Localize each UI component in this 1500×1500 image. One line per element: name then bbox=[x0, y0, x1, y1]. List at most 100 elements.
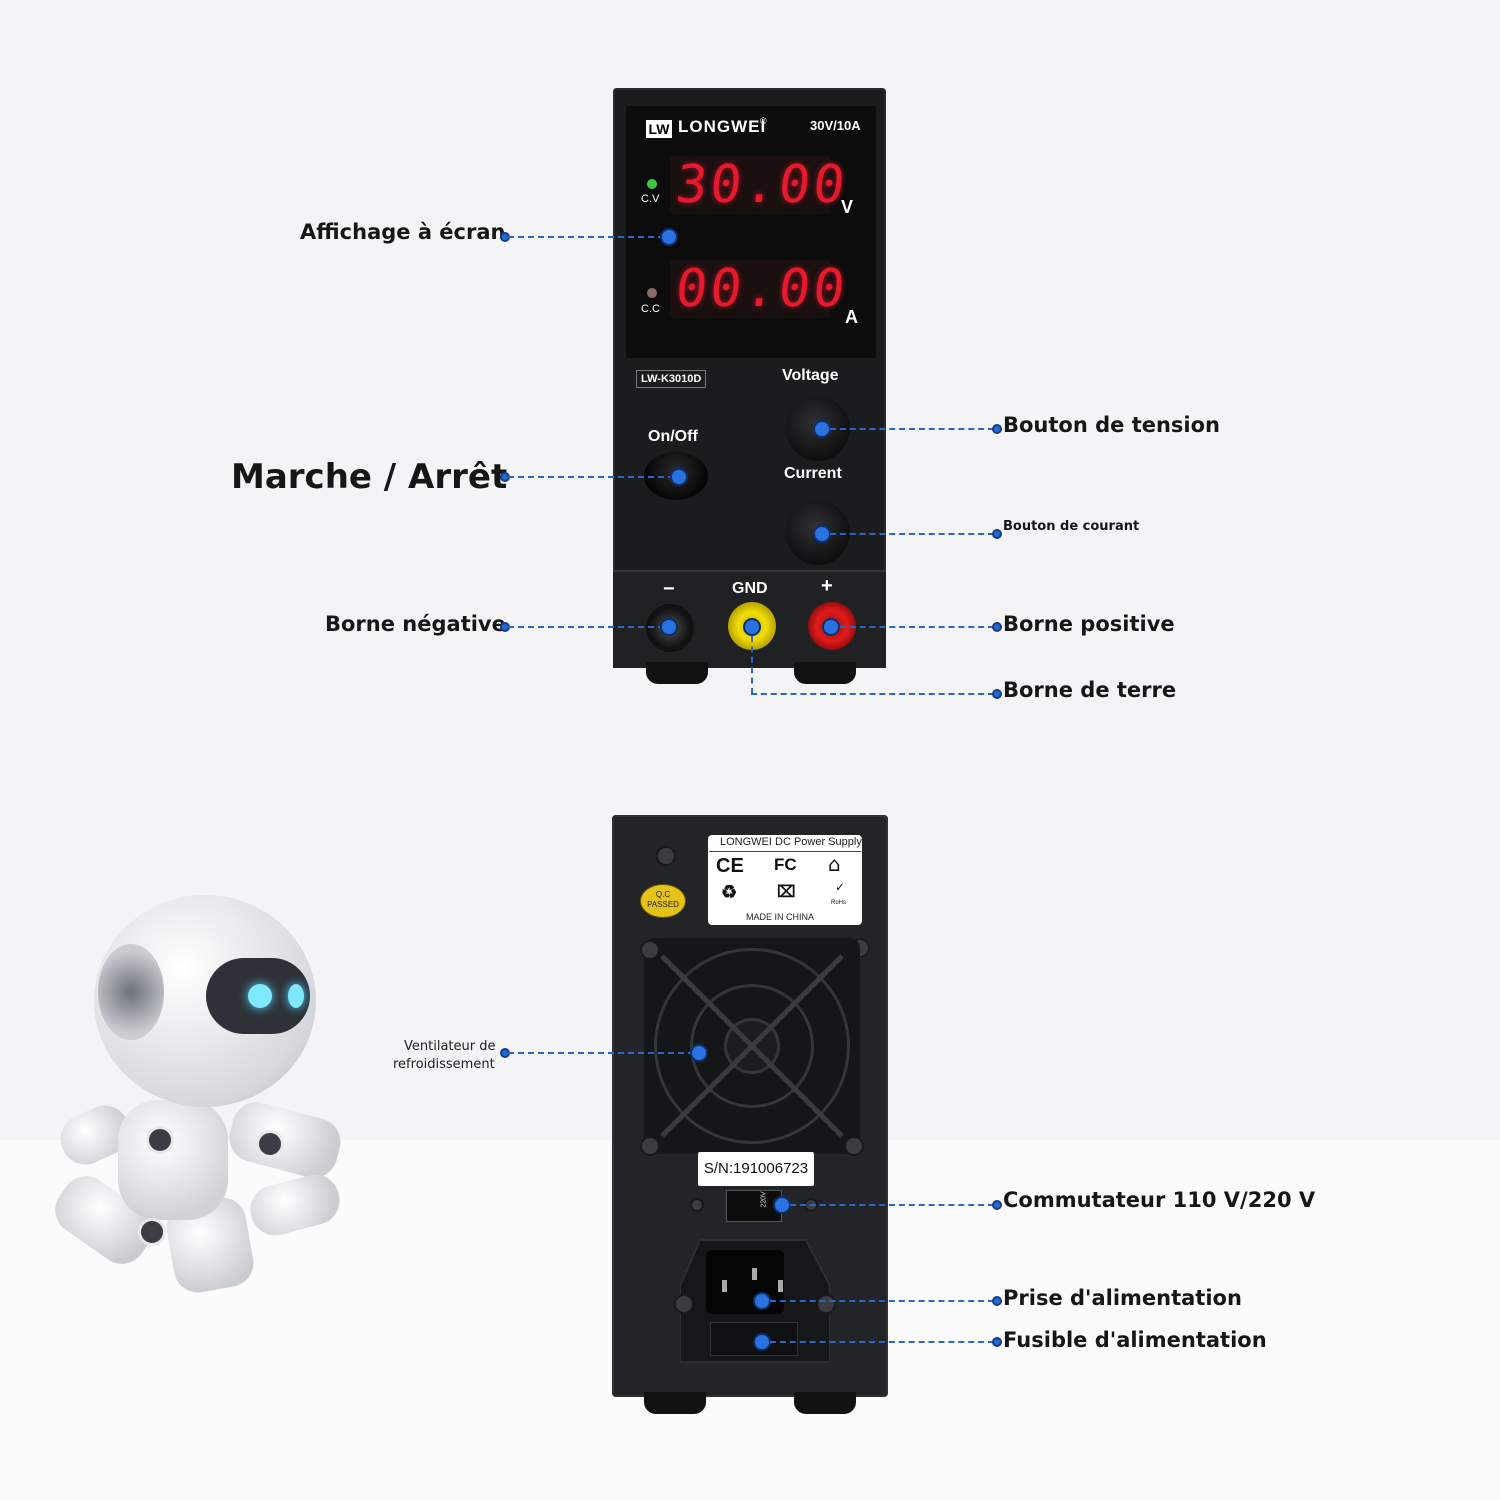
model-label: LW-K3010D bbox=[636, 370, 707, 388]
brand-badge: LW bbox=[646, 120, 672, 138]
rohs-check-icon: ✓ bbox=[835, 880, 846, 894]
back-foot-right bbox=[794, 1392, 856, 1414]
rating-label: 30V/10A bbox=[810, 118, 861, 133]
voltage-knob-label: Voltage bbox=[782, 367, 839, 384]
qc-line1: Q.C bbox=[655, 890, 671, 899]
certification-label bbox=[708, 835, 862, 925]
callout-current-knob: Bouton de courant bbox=[1003, 519, 1140, 534]
callout-line bbox=[770, 1300, 994, 1302]
rohs-label: RoHs bbox=[831, 900, 847, 906]
current-knob-hotspot bbox=[815, 527, 829, 541]
callout-line bbox=[790, 1204, 994, 1206]
callout-line bbox=[751, 636, 753, 694]
house-icon: ⌂ bbox=[828, 852, 841, 876]
callout-line bbox=[508, 236, 664, 238]
callout-dot bbox=[992, 529, 1002, 539]
switch-hotspot bbox=[775, 1198, 789, 1212]
callout-fan-line1: Ventilateur de bbox=[404, 1039, 496, 1054]
ground-hotspot bbox=[745, 620, 759, 634]
qc-line2: PASSED bbox=[647, 900, 679, 909]
gnd-label: GND bbox=[732, 580, 768, 597]
callout-voltage-knob: Bouton de tension bbox=[1003, 413, 1221, 437]
back-foot-left bbox=[644, 1392, 706, 1414]
cv-led-icon bbox=[647, 179, 657, 189]
fan-hotspot bbox=[692, 1046, 706, 1060]
cert-divider bbox=[709, 851, 861, 852]
callout-line bbox=[830, 533, 994, 535]
waste-bin-icon: ⌧ bbox=[777, 884, 796, 901]
callout-dot bbox=[992, 689, 1002, 699]
screw-icon bbox=[690, 1198, 704, 1212]
current-readout: 00.00 bbox=[672, 259, 851, 319]
inlet-pin-icon bbox=[752, 1268, 757, 1280]
positive-symbol: + bbox=[821, 575, 833, 597]
ce-mark-icon: CE bbox=[716, 855, 744, 877]
screw-icon bbox=[640, 940, 660, 960]
callout-inlet: Prise d'alimentation bbox=[1003, 1286, 1242, 1310]
inlet-pin-icon bbox=[722, 1280, 727, 1292]
power-label: On/Off bbox=[648, 428, 698, 445]
voltage-readout: 30.00 bbox=[672, 155, 851, 215]
screw-icon bbox=[844, 1136, 864, 1156]
callout-dot bbox=[992, 1337, 1002, 1347]
screw-icon bbox=[816, 1294, 836, 1314]
screw-icon bbox=[640, 1136, 660, 1156]
front-foot-right bbox=[794, 662, 856, 684]
fan-grille-icon bbox=[660, 954, 844, 1138]
brand-name: LONGWEI bbox=[678, 117, 767, 136]
front-foot-left bbox=[646, 662, 708, 684]
callout-negative: Borne négative bbox=[325, 612, 506, 636]
callout-dot bbox=[992, 622, 1002, 632]
callout-line bbox=[508, 476, 674, 478]
voltage-unit: V bbox=[841, 197, 854, 217]
voltage-selector-switch[interactable] bbox=[726, 1190, 782, 1222]
fan-outer-ring bbox=[654, 948, 850, 1144]
power-inlet[interactable] bbox=[706, 1250, 784, 1314]
callout-line bbox=[508, 626, 664, 628]
cv-label: C.V bbox=[641, 193, 660, 205]
callout-display: Affichage à écran bbox=[300, 220, 506, 244]
robot-ear bbox=[98, 944, 164, 1040]
recycle-icon: ♻ bbox=[721, 882, 738, 902]
negative-hotspot bbox=[662, 620, 676, 634]
inlet-pin-icon bbox=[778, 1280, 783, 1292]
positive-hotspot bbox=[824, 620, 838, 634]
inlet-hotspot bbox=[755, 1294, 769, 1308]
serial-number-label: S/N:191006723 bbox=[698, 1152, 814, 1186]
made-in-label: MADE IN CHINA bbox=[746, 912, 815, 922]
current-display-panel bbox=[670, 260, 830, 318]
callout-line bbox=[840, 626, 994, 628]
power-hotspot bbox=[672, 470, 686, 484]
callout-power: Marche / Arrêt bbox=[231, 457, 508, 497]
cc-led-icon bbox=[647, 288, 657, 298]
fuse-holder[interactable] bbox=[710, 1322, 798, 1356]
switch-value: 220V bbox=[760, 1191, 768, 1208]
callout-fan-line2: refroidissement bbox=[393, 1057, 495, 1072]
fc-mark-icon: FC bbox=[774, 855, 797, 874]
robot-joint-icon bbox=[138, 1218, 166, 1246]
qc-passed-sticker: Q.C PASSED bbox=[640, 884, 686, 918]
fuse-hotspot bbox=[755, 1335, 769, 1349]
current-knob-label: Current bbox=[784, 465, 842, 482]
callout-dot bbox=[992, 1200, 1002, 1210]
callout-line bbox=[770, 1341, 994, 1343]
current-unit: A bbox=[845, 307, 858, 327]
display-hotspot bbox=[662, 230, 676, 244]
callout-switch: Commutateur 110 V/220 V bbox=[1003, 1188, 1316, 1212]
callout-line bbox=[830, 428, 994, 430]
robot-body bbox=[118, 1100, 228, 1220]
robot-joint-icon bbox=[256, 1130, 284, 1158]
cc-label: C.C bbox=[641, 303, 660, 315]
voltage-display-panel bbox=[670, 156, 830, 214]
callout-ground: Borne de terre bbox=[1003, 678, 1177, 702]
callout-fuse: Fusible d'alimentation bbox=[1003, 1328, 1267, 1352]
callout-positive: Borne positive bbox=[1003, 612, 1175, 636]
screw-icon bbox=[674, 1294, 694, 1314]
cert-title: LONGWEI DC Power Supply bbox=[720, 836, 862, 848]
registered-mark-icon: ® bbox=[760, 116, 767, 126]
fan-inner-ring bbox=[690, 984, 814, 1108]
callout-dot bbox=[992, 424, 1002, 434]
negative-symbol: − bbox=[663, 578, 675, 600]
screw-icon bbox=[656, 846, 676, 866]
callout-line bbox=[751, 693, 994, 695]
